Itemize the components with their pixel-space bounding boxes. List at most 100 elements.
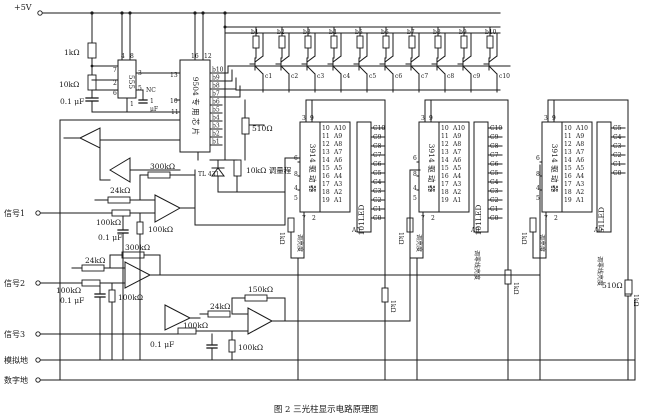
resistor-24k-1-label: 24kΩ (110, 186, 130, 195)
driver-2-pin-A9: A9 (452, 133, 461, 140)
collector-label-5: c5 (369, 73, 376, 80)
svg-text:3: 3 (544, 115, 548, 122)
svg-text:7: 7 (113, 67, 117, 74)
resistor-510-left (241, 117, 250, 135)
collector-label-4: c4 (343, 73, 350, 80)
collector-label-2: c2 (291, 73, 298, 80)
driver-block-2: 3914 驱 动 器A1010A911A812A713A614A515A416A… (397, 99, 519, 381)
base-resistor-5 (356, 35, 364, 49)
collector-label-3: c3 (317, 73, 324, 80)
driver-2-pinno-3: 13 (441, 149, 449, 156)
power-rail: +5V (14, 3, 501, 161)
svg-text:5: 5 (138, 85, 142, 92)
driver-3-pin-A10: A10 (575, 125, 588, 132)
svg-text:4: 4 (536, 185, 540, 192)
driver-2-pinno-8: 18 (441, 189, 449, 196)
driver-2-pinno-6: 16 (441, 173, 449, 180)
zero-adjust-label-1: 调零线亮度 (473, 250, 481, 280)
counter-chip-block: 9504 专 用 芯 片 13 10 11 16 12 b10b9b8b7b6b… (170, 53, 511, 161)
led-101-a-bar (356, 121, 372, 233)
supply-label: +5V (14, 3, 32, 12)
cap-01u-2-label: 0.1 μF (60, 296, 84, 305)
driver-2-a0: A0 (470, 227, 479, 234)
driver-1-pin-A5: A5 (333, 165, 342, 172)
counter-pin-b9: b9 (212, 75, 220, 82)
resistor-100k-3b (228, 339, 236, 353)
digital-ground-terminal[interactable] (35, 377, 41, 383)
resistor-24k-1 (107, 196, 131, 204)
signal-routing (159, 157, 541, 322)
svg-text:8: 8 (413, 171, 417, 178)
signal-1-terminal[interactable] (35, 210, 41, 216)
ne555-label: 555 (127, 75, 136, 90)
driver-3914-label-2: 3914 驱 动 器 (427, 144, 437, 193)
driver-3-pinno-0: 10 (564, 125, 572, 132)
driver-block-3: 3914 驱 动 器A1010A911A812A713A614A515A416A… (520, 99, 639, 381)
led-101-a-label: 101LED (357, 205, 366, 236)
driver-3-pin-A3: A3 (575, 181, 584, 188)
counter-pin-b3: b3 (212, 123, 220, 130)
driver-3-pinno-6: 16 (564, 173, 572, 180)
brightness-pot-1 (287, 217, 295, 233)
svg-text:8: 8 (536, 171, 540, 178)
driver-3-pinno-8: 18 (564, 189, 572, 196)
range-pot (233, 159, 242, 177)
counter-pin-b5: b5 (212, 107, 220, 114)
driver-3-a0: A0 (593, 227, 602, 234)
led-101-b-label: 101LED (474, 205, 483, 236)
counter-pin-b6: b6 (212, 99, 220, 106)
digital-ground-label: 数字地 (4, 375, 28, 385)
counter-pin-b4: b4 (212, 115, 220, 122)
base-resistor-1 (252, 35, 260, 49)
base-resistor-9 (460, 35, 468, 49)
driver-3914-label-3: 3914 驱 动 器 (550, 144, 560, 193)
opamp-1 (154, 194, 182, 223)
resistor-100k-2b (108, 289, 116, 303)
driver-1-pin-A3: A3 (333, 181, 342, 188)
driver-1-pin-A7: A7 (333, 149, 342, 156)
signal-2-terminal[interactable] (35, 280, 41, 286)
transistor-label-3: b3 (303, 29, 311, 36)
driver-2-pin-A1: A1 (452, 197, 461, 204)
transistor-label-6: b6 (381, 29, 389, 36)
opamp-buffer-2 (109, 157, 131, 183)
zero-pot-1 (381, 287, 389, 303)
driver-3-pin-A6: A6 (575, 157, 584, 164)
driver-2-pin-A2: A2 (452, 189, 461, 196)
svg-text:16: 16 (191, 53, 199, 60)
driver-2-pinno-0: 10 (441, 125, 449, 132)
transistor-label-8: b8 (433, 29, 441, 36)
driver-3-pinno-3: 13 (564, 149, 572, 156)
driver-2-pin-A3: A3 (452, 181, 461, 188)
transistor-label-5: b5 (355, 29, 363, 36)
resistor-100k-2-label: 100kΩ (56, 286, 81, 295)
led-101-b-bar (473, 121, 489, 233)
driver-2-pin-A8: A8 (452, 141, 461, 148)
base-resistor-3 (304, 35, 312, 49)
driver-blocks: 3914 驱 动 器A1010A911A812A713A614A515A416A… (278, 99, 639, 381)
counter-pin-b8: b8 (212, 83, 220, 90)
svg-text:13: 13 (170, 72, 178, 79)
opamp-4 (247, 307, 274, 335)
driver-3-pin-A1: A1 (575, 197, 584, 204)
driver-3-pinno-1: 11 (564, 133, 572, 140)
signal-3-terminal[interactable] (35, 331, 41, 337)
supply-terminal (37, 10, 43, 16)
resistor-300k-1-label: 300kΩ (150, 162, 175, 171)
driver-1-pinno-5: 15 (322, 165, 330, 172)
svg-text:4: 4 (413, 185, 417, 192)
resistor-10k-label: 10kΩ (59, 80, 79, 89)
signal-2-label: 信号2 (4, 278, 25, 288)
zero-pot-label-2: 1kΩ (512, 282, 519, 294)
analog-ground-terminal[interactable] (35, 357, 41, 363)
resistor-100k-3-label: 100kΩ (183, 321, 208, 330)
led-51-bar (596, 121, 612, 233)
cap-1u-unit: μF (150, 106, 158, 113)
driver-pin-frame-3 (561, 121, 593, 213)
driver-2-pinno-5: 15 (441, 165, 449, 172)
driver-1-pinno-3: 13 (322, 149, 330, 156)
resistor-24k-2-label: 24kΩ (85, 256, 105, 265)
opamp-2 (124, 261, 152, 289)
signal-1-label: 信号1 (4, 208, 25, 218)
